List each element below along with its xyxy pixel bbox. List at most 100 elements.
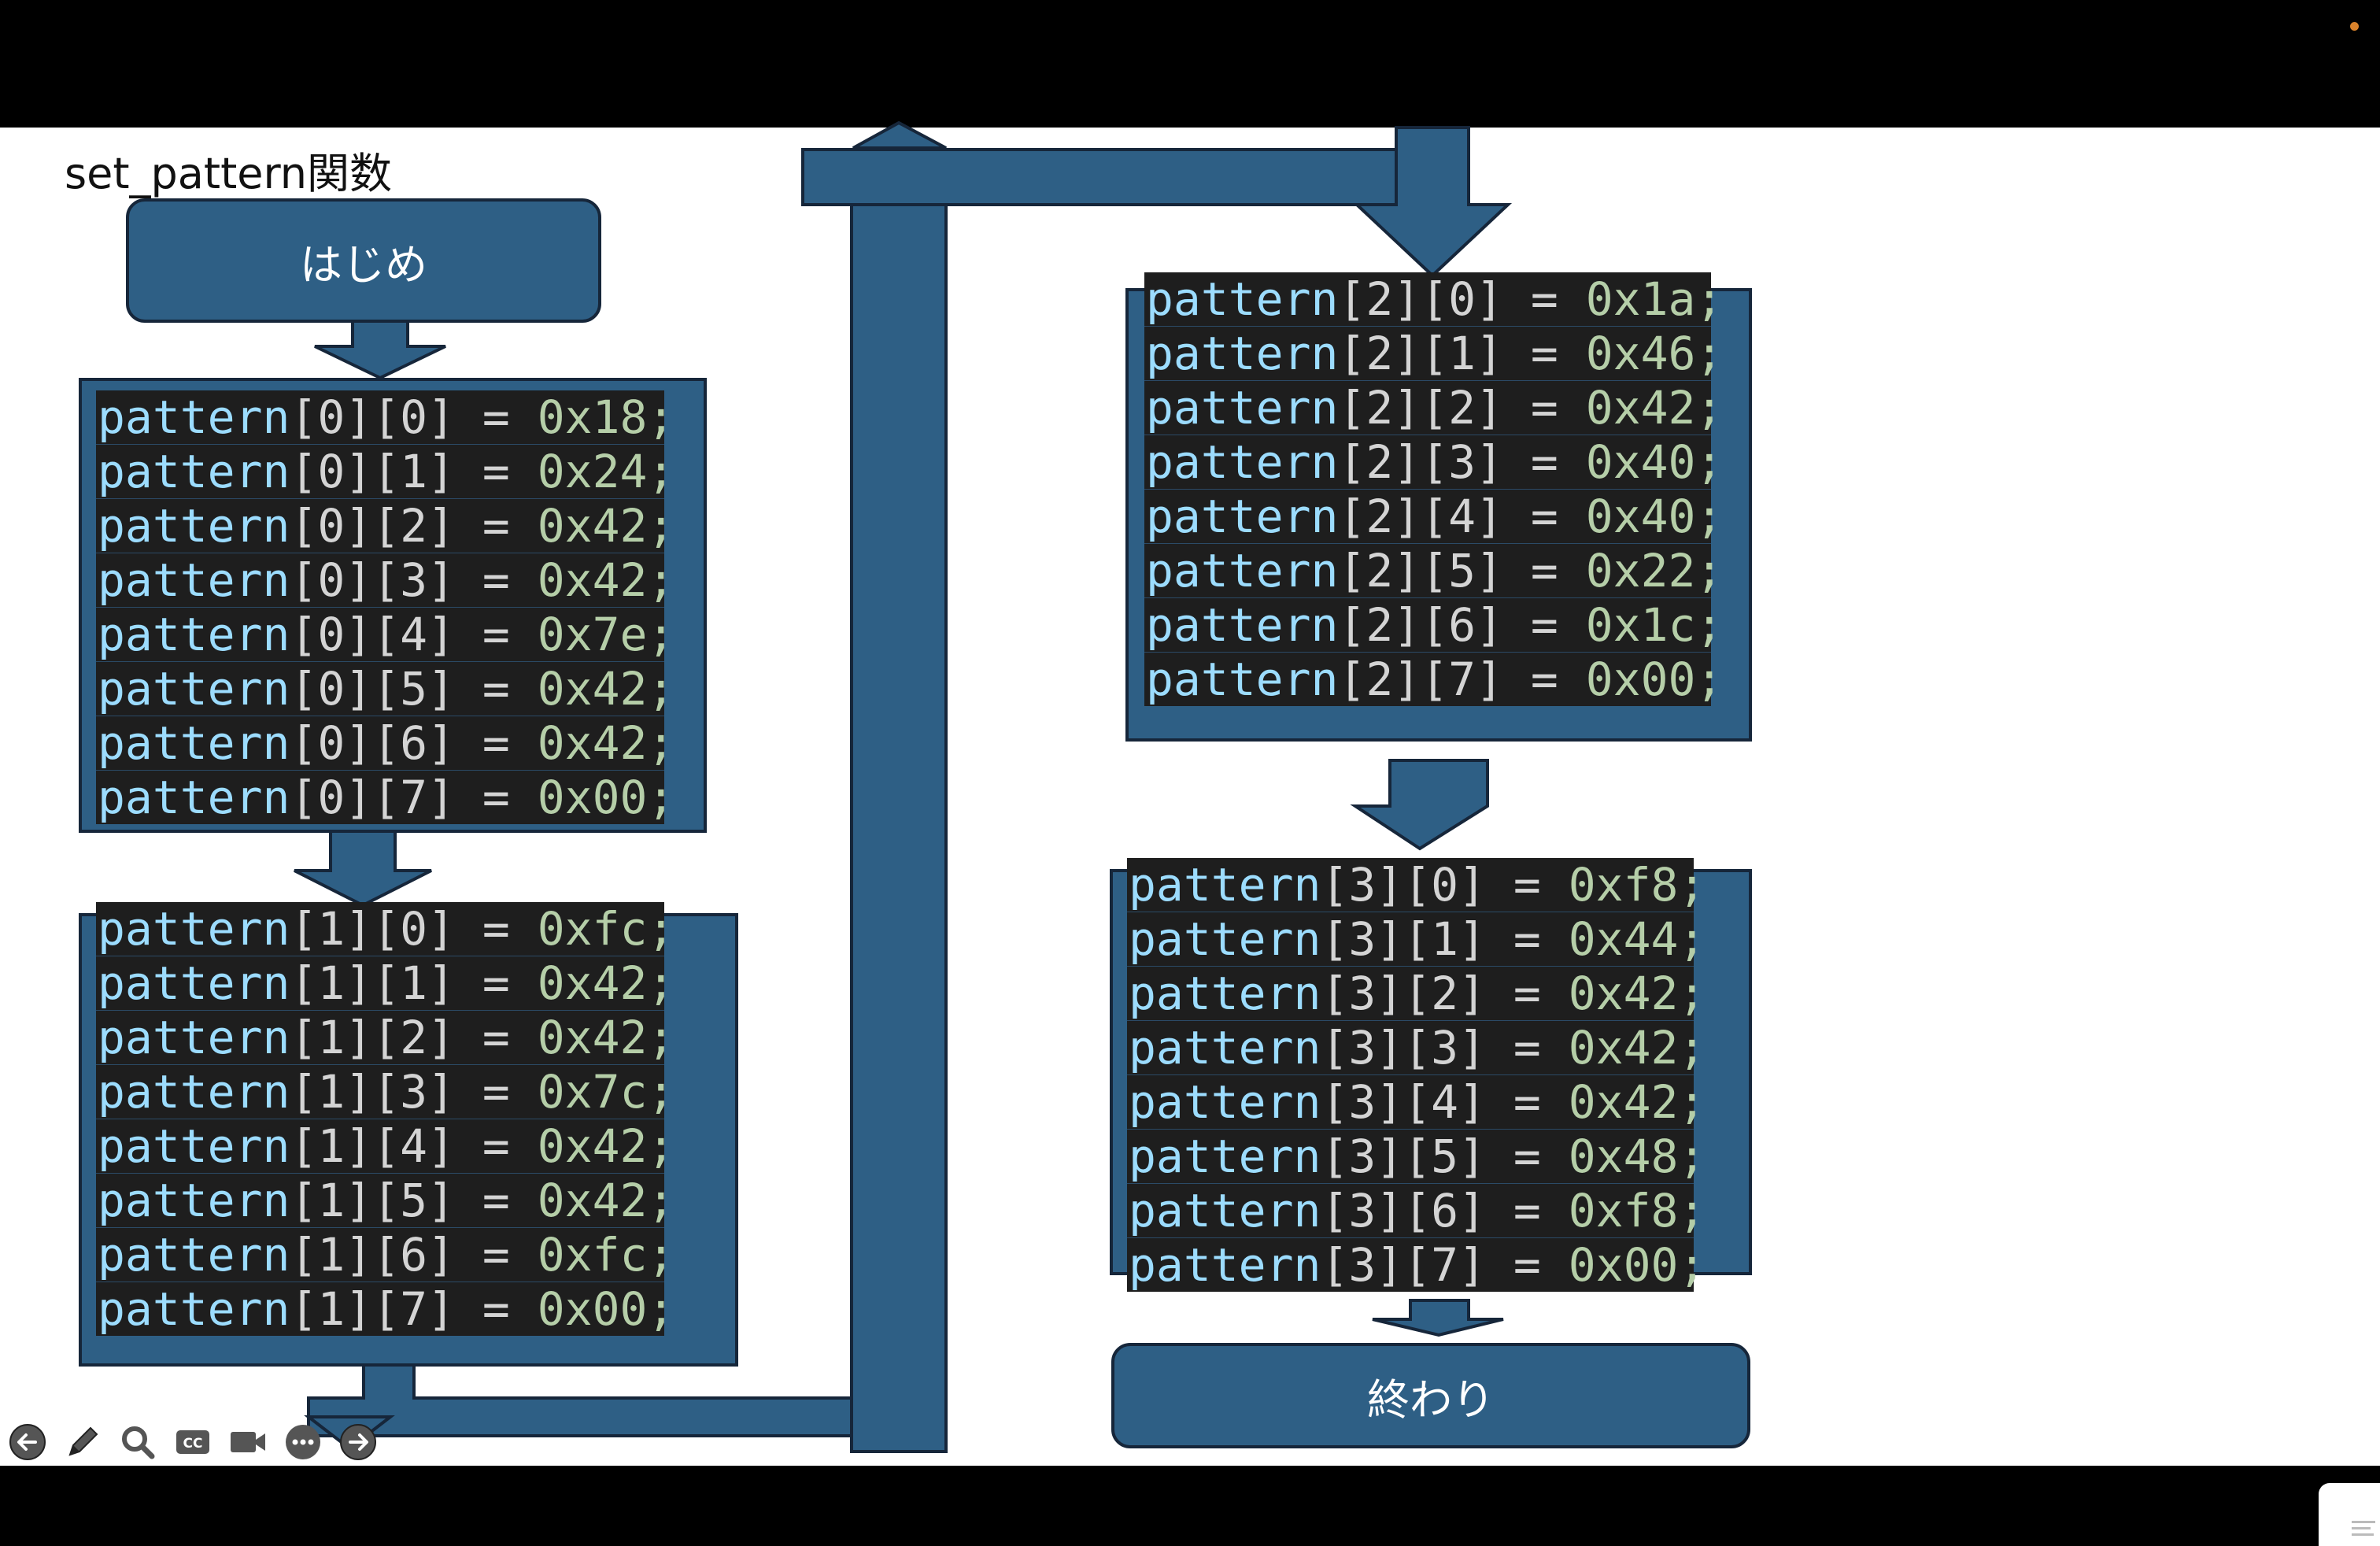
code-operator: =	[454, 499, 538, 553]
code-value: 0xfc;	[537, 1228, 675, 1282]
code-line: pattern[2][3] = 0x40;	[1144, 435, 1723, 490]
top-bar	[0, 0, 2380, 128]
code-var: pattern	[98, 445, 290, 498]
pen-button[interactable]	[58, 1418, 107, 1466]
code-value: 0x42;	[537, 553, 675, 607]
code-line: pattern[2][1] = 0x46;	[1144, 327, 1723, 381]
code-line: pattern[0][6] = 0x42;	[96, 716, 674, 771]
code-index: [2]	[1338, 381, 1421, 435]
code-operator: =	[1502, 653, 1586, 706]
code-var: pattern	[1129, 858, 1321, 912]
code-operator: =	[454, 1228, 538, 1282]
zoom-button[interactable]	[113, 1418, 162, 1466]
video-button[interactable]	[224, 1418, 272, 1466]
code-operator: =	[1502, 435, 1586, 489]
code-index: [0]	[1421, 272, 1503, 326]
code-value: 0x24;	[537, 445, 675, 498]
code-var: pattern	[98, 1282, 290, 1336]
back-button[interactable]	[3, 1418, 52, 1466]
code-index: [4]	[1403, 1075, 1486, 1129]
code-index: [3]	[1321, 1021, 1404, 1074]
code-index: [5]	[1403, 1130, 1486, 1183]
code-var: pattern	[98, 390, 290, 444]
code-operator: =	[454, 1282, 538, 1336]
code-var: pattern	[98, 1011, 290, 1064]
code-value: 0xf8;	[1568, 1184, 1706, 1237]
code-line: pattern[2][6] = 0x1c;	[1144, 598, 1723, 653]
code-line: pattern[2][2] = 0x42;	[1144, 381, 1723, 435]
code-line: pattern[1][4] = 0x42;	[96, 1119, 674, 1174]
code-index: [1]	[290, 1011, 373, 1064]
code-var: pattern	[1146, 381, 1339, 435]
code-index: [1]	[1421, 327, 1503, 380]
code-index: [1]	[372, 956, 455, 1010]
code-operator: =	[1485, 1021, 1569, 1074]
svg-text:CC: CC	[183, 1436, 203, 1452]
code-value: 0x42;	[537, 499, 675, 553]
code-line: pattern[3][1] = 0x44;	[1127, 912, 1706, 967]
code-index: [7]	[372, 1282, 455, 1336]
code-index: [2]	[1338, 653, 1421, 706]
code-line: pattern[1][3] = 0x7c;	[96, 1065, 674, 1119]
code-index: [0]	[372, 390, 455, 444]
arrow-start-to-block1	[314, 318, 446, 380]
more-button[interactable]	[279, 1418, 327, 1466]
thumbnail-line	[2352, 1527, 2371, 1529]
code-index: [2]	[1338, 327, 1421, 380]
code-value: 0x42;	[537, 956, 675, 1010]
code-index: [0]	[290, 390, 373, 444]
slide-thumbnail[interactable]	[2319, 1483, 2380, 1546]
code-index: [2]	[372, 499, 455, 553]
code-value: 0x42;	[1568, 967, 1706, 1020]
code-index: [2]	[372, 1011, 455, 1064]
code-line: pattern[2][4] = 0x40;	[1144, 490, 1723, 544]
code-var: pattern	[1129, 912, 1321, 966]
code-value: 0x7e;	[537, 608, 675, 661]
arrow-to-block3	[1352, 126, 1513, 278]
code-value: 0x18;	[537, 390, 675, 444]
code-index: [2]	[1338, 490, 1421, 543]
code-var: pattern	[1146, 598, 1339, 652]
forward-icon	[340, 1424, 376, 1460]
code-index: [2]	[1338, 544, 1421, 597]
arrow-block3-to-block4	[1350, 759, 1489, 851]
code-index: [6]	[372, 716, 455, 770]
code-block-1: pattern[0][0] = 0x18;pattern[0][1] = 0x2…	[96, 390, 674, 824]
code-var: pattern	[98, 1228, 290, 1282]
code-var: pattern	[98, 553, 290, 607]
connector-vertical	[850, 179, 948, 1453]
code-block-3: pattern[2][0] = 0x1a;pattern[2][1] = 0x4…	[1144, 272, 1723, 706]
code-var: pattern	[1129, 1021, 1321, 1074]
code-index: [5]	[372, 1174, 455, 1227]
code-index: [0]	[290, 445, 373, 498]
forward-button[interactable]	[334, 1418, 382, 1466]
code-index: [0]	[1403, 858, 1486, 912]
code-operator: =	[454, 1065, 538, 1119]
code-line: pattern[0][7] = 0x00;	[96, 771, 674, 824]
code-var: pattern	[1146, 327, 1339, 380]
captions-icon: CC	[176, 1430, 209, 1454]
code-line: pattern[3][6] = 0xf8;	[1127, 1184, 1706, 1238]
more-icon	[286, 1425, 320, 1459]
code-line: pattern[3][2] = 0x42;	[1127, 967, 1706, 1021]
code-operator: =	[454, 390, 538, 444]
connector-block2-bottom	[307, 1363, 855, 1437]
code-index: [4]	[372, 608, 455, 661]
code-index: [2]	[1338, 435, 1421, 489]
code-operator: =	[454, 771, 538, 824]
code-index: [1]	[290, 1174, 373, 1227]
code-var: pattern	[98, 608, 290, 661]
code-index: [1]	[290, 1119, 373, 1173]
code-value: 0xfc;	[537, 902, 675, 956]
code-index: [1]	[290, 1065, 373, 1119]
code-index: [7]	[1403, 1238, 1486, 1292]
code-operator: =	[1502, 272, 1586, 326]
code-value: 0x40;	[1585, 435, 1724, 489]
thumbnail-line	[2352, 1533, 2374, 1536]
code-index: [0]	[290, 553, 373, 607]
code-operator: =	[1502, 544, 1586, 597]
captions-button[interactable]: CC	[168, 1418, 217, 1466]
code-index: [0]	[290, 499, 373, 553]
code-line: pattern[2][7] = 0x00;	[1144, 653, 1723, 706]
